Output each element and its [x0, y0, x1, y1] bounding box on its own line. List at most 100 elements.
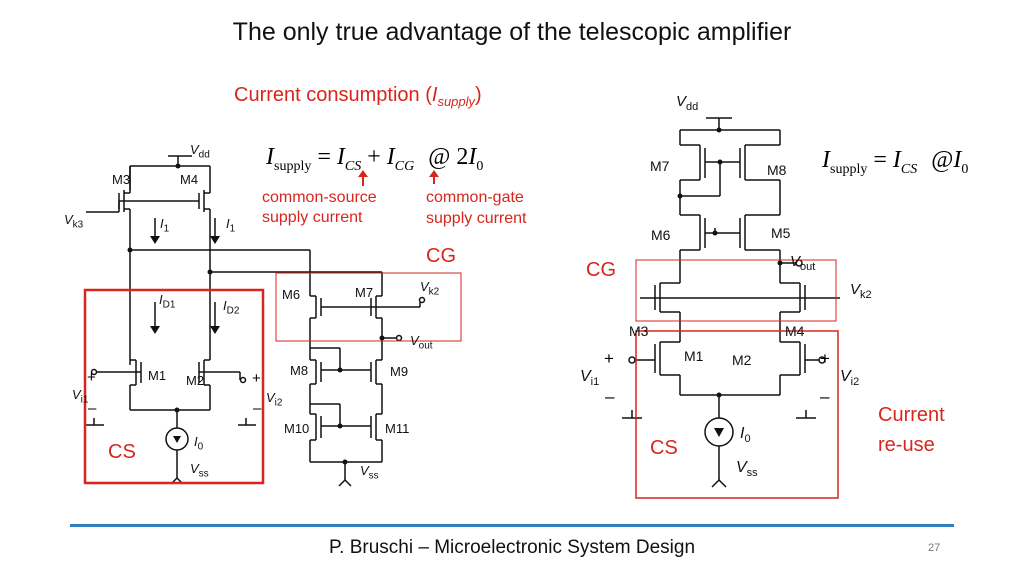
r-vi2-sub: i2	[850, 376, 860, 389]
r-vi1-V: V	[580, 368, 591, 385]
left-m6-label: M6	[282, 287, 301, 302]
vi2-sub: i2	[274, 397, 283, 409]
eq-supply-sub: supply	[274, 158, 312, 174]
r-vk2-sub: k2	[860, 289, 872, 301]
eq-I: I	[266, 144, 274, 170]
right-vdd-label: Vdd	[676, 93, 698, 113]
r-vss-sub: ss	[746, 467, 758, 480]
r-vk2-V: V	[850, 281, 861, 298]
heading-I: I	[431, 84, 438, 106]
left-i1b-label: I1	[226, 216, 235, 235]
right-cs-label: CS	[650, 437, 678, 459]
page-number: 27	[928, 542, 941, 554]
left-m3-label: M3	[112, 172, 131, 187]
r-i0-I: I	[740, 425, 745, 442]
vout-sub: out	[418, 340, 433, 352]
eq-I0: I	[468, 144, 477, 170]
left-m11-label: M11	[385, 421, 410, 436]
left-plus-1: +	[87, 369, 96, 386]
right-m1-label: M1	[684, 348, 704, 364]
vk2-V: V	[420, 279, 429, 294]
left-vss-label: Vss	[190, 461, 209, 480]
right-vi1-label: Vi1	[580, 368, 599, 388]
annot-common-source: common-source supply current	[262, 189, 377, 226]
vi2-V: V	[266, 390, 275, 405]
vk3-sub: k3	[72, 219, 84, 231]
right-minus-1: –	[605, 387, 615, 406]
current-reuse-label: Current re-use	[878, 404, 945, 456]
left-cg-label: CG	[426, 245, 456, 267]
left-cs-label: CS	[108, 441, 136, 463]
right-cg-label: CG	[586, 259, 616, 281]
eq-zero-sub: 0	[476, 158, 484, 174]
left-supply-equation: Isupply = ICS + ICG @ 2I0	[266, 144, 483, 175]
eq-cg-sub: CG	[394, 158, 415, 174]
current-consumption-heading: Current consumption (Isupply)	[234, 84, 482, 109]
r-eq-zero-sub: 0	[961, 161, 969, 177]
left-m7-label: M7	[355, 285, 374, 300]
r-eq-approx: @	[931, 147, 954, 173]
vout-V: V	[410, 333, 419, 348]
left-id1-label: ID1	[159, 292, 175, 311]
left-i1a-label: I1	[160, 216, 169, 235]
left-minus-1: –	[88, 400, 97, 417]
left-vi1-label: Vi1	[72, 387, 88, 406]
left-plus-2: +	[252, 370, 261, 387]
heading-close: )	[475, 84, 482, 106]
eq-approx: @ 2	[428, 144, 469, 170]
vss-V: V	[190, 461, 199, 476]
right-minus-2: –	[820, 387, 830, 406]
r-vdd-V: V	[676, 93, 687, 110]
left-m4-label: M4	[180, 172, 199, 187]
left-vi2-label: Vi2	[266, 390, 282, 409]
i0-I: I	[194, 434, 198, 449]
r-vout-sub: out	[800, 261, 816, 273]
i1a-I: I	[160, 216, 164, 231]
right-supply-equation: Isupply = ICS @I0	[822, 147, 968, 178]
vi1-sub: i1	[80, 394, 89, 406]
r-eq-I0: I	[953, 147, 962, 173]
i1b-sub: 1	[229, 223, 236, 235]
vk2-sub: k2	[428, 286, 440, 298]
right-vi2-label: Vi2	[840, 368, 859, 388]
footer-text: P. Bruschi – Microelectronic System Desi…	[328, 537, 696, 558]
right-m5-label: M5	[771, 225, 791, 241]
left-vk3-label: Vk3	[64, 212, 83, 231]
r-eq-supply-sub: supply	[830, 161, 868, 177]
r-vss-V: V	[736, 459, 747, 476]
id1-I: I	[159, 292, 163, 307]
left-id2-label: ID2	[223, 298, 239, 317]
id2-I: I	[223, 298, 227, 313]
left-vk2-label: Vk2	[420, 279, 439, 298]
eq-equals: =	[317, 144, 331, 170]
i1b-I: I	[226, 216, 230, 231]
vdd-V: V	[190, 142, 199, 157]
r-vi2-V: V	[840, 368, 851, 385]
right-vk2-label: Vk2	[850, 281, 872, 301]
eq-I-cs: I	[336, 144, 345, 170]
r-i0-sub: 0	[744, 433, 751, 446]
right-m8-label: M8	[767, 162, 787, 178]
annot-common-gate: common-gate supply current	[426, 189, 527, 227]
vk3-V: V	[64, 212, 73, 227]
right-m7-label: M7	[650, 158, 670, 174]
r-vout-V: V	[790, 253, 801, 270]
r-vdd-sub: dd	[686, 101, 699, 113]
left-i0-label: I0	[194, 434, 203, 453]
left-vdd-label: Vdd	[190, 142, 210, 161]
left-vss2-label: Vss	[360, 463, 379, 482]
vdd-sub: dd	[198, 149, 210, 161]
left-m8-label: M8	[290, 363, 309, 378]
slide-title: The only true advantage of the telescopi…	[232, 18, 792, 46]
eq-cs-sub: CS	[344, 158, 362, 174]
right-i0-label: I0	[740, 425, 751, 445]
right-m2-label: M2	[732, 352, 752, 368]
right-m4-label: M4	[785, 323, 805, 339]
vss2-sub: ss	[368, 470, 379, 482]
right-plus-2: +	[820, 349, 830, 368]
right-vout-label: Vout	[790, 253, 815, 273]
id1-sub: D1	[162, 299, 176, 311]
left-vout-label: Vout	[410, 333, 433, 352]
eq-I-cg: I	[386, 144, 395, 170]
vi1-V: V	[72, 387, 81, 402]
